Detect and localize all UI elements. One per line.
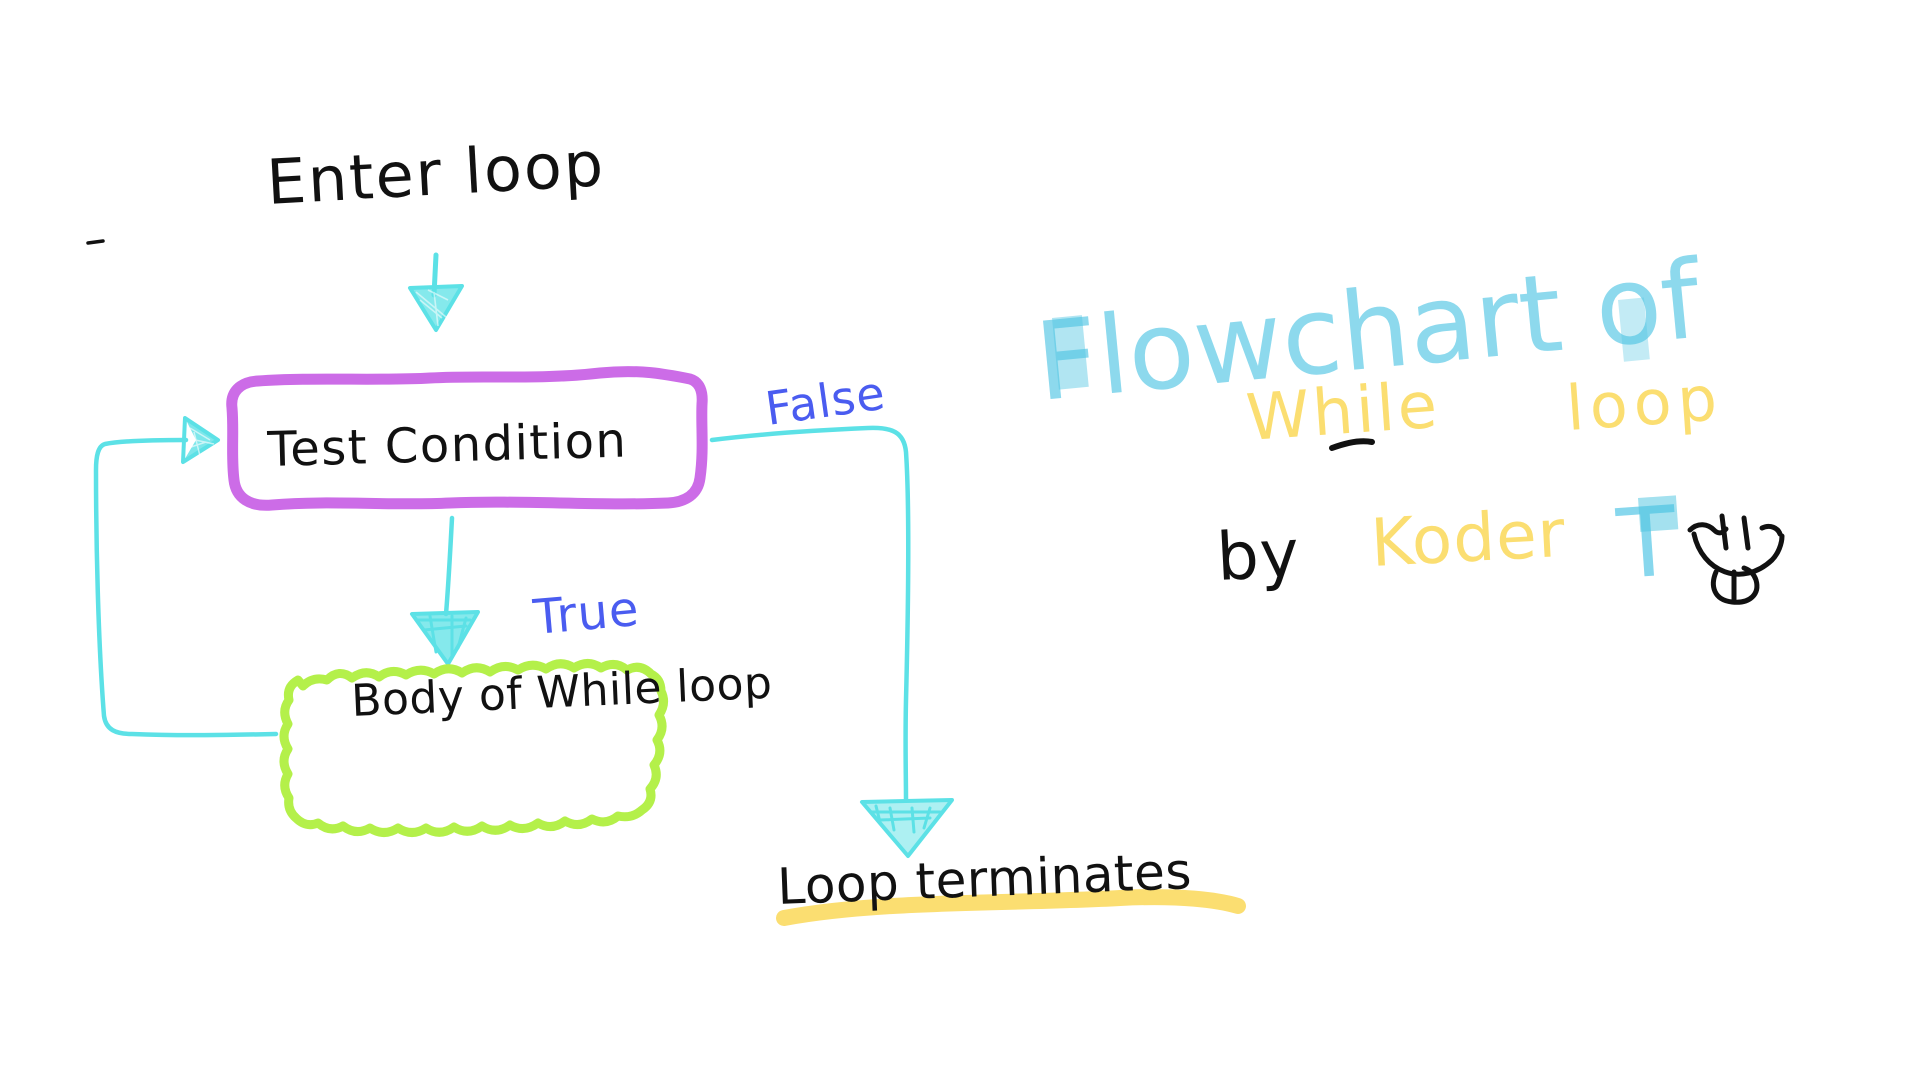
terminal-underline bbox=[776, 889, 1246, 926]
byline-initial-overlap bbox=[1638, 495, 1679, 532]
edge-entry-to-decision bbox=[408, 252, 464, 332]
byline-initial-group: T bbox=[1613, 485, 1681, 601]
title-while-tick bbox=[1329, 438, 1375, 451]
title-line2-loop: loop bbox=[1564, 361, 1725, 445]
branch-label-false: False bbox=[762, 366, 889, 436]
edge-decision-false bbox=[709, 425, 954, 858]
byline-name: Koder bbox=[1369, 495, 1568, 582]
edge-body-loopback-line bbox=[93, 437, 279, 738]
body-node[interactable]: Body of While loop bbox=[279, 658, 773, 837]
decision-node[interactable]: Test Condition bbox=[226, 366, 708, 511]
title-marker-overlap-2 bbox=[1618, 297, 1650, 362]
decision-label: Test Condition bbox=[266, 413, 628, 478]
smiley-tongue-icon bbox=[1687, 513, 1785, 605]
entry-label-group: Enter loop bbox=[265, 127, 607, 219]
branch-label-true: True bbox=[530, 581, 641, 646]
body-node-outline bbox=[279, 659, 669, 837]
entry-label: Enter loop bbox=[265, 127, 607, 219]
edge-decision-true bbox=[410, 515, 480, 666]
title-marker-overlap-1 bbox=[1052, 315, 1089, 390]
stray-dot-mark bbox=[86, 239, 105, 245]
terminal-node[interactable]: Loop terminates bbox=[776, 842, 1246, 926]
decision-node-outline bbox=[226, 366, 708, 511]
title-line2-while-group: While bbox=[1244, 369, 1442, 456]
byline-prefix: by bbox=[1215, 515, 1302, 596]
